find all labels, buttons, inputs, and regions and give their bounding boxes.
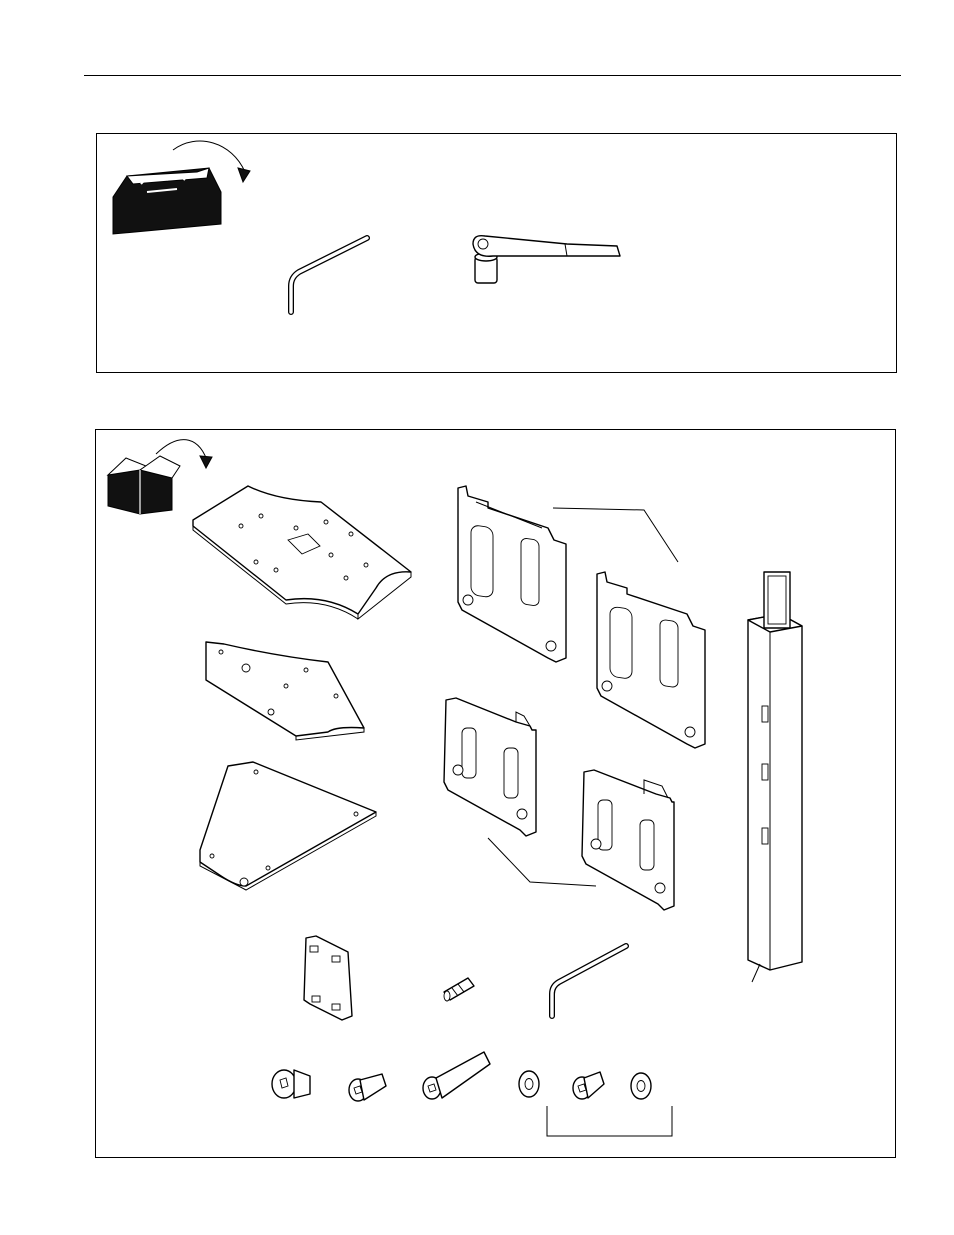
- button-head-screw: [573, 1072, 604, 1099]
- toolbox-icon: [113, 141, 250, 234]
- hex-key: [552, 946, 626, 1016]
- middle-plate: [206, 642, 364, 740]
- small-interface-bracket: [444, 698, 536, 836]
- hardware-group-bracket: [547, 1106, 672, 1136]
- hex-key-icon: [291, 238, 367, 312]
- spacer: [444, 978, 474, 1001]
- header-rule: [84, 75, 901, 76]
- square-column: [748, 572, 802, 982]
- socket-wrench-icon: [473, 236, 620, 283]
- top-plate: [193, 486, 411, 619]
- hardware-contents-panel: [95, 429, 896, 1158]
- large-interface-bracket: [458, 486, 566, 662]
- short-button-head-screw: [349, 1074, 386, 1101]
- washer: [631, 1073, 651, 1099]
- small-interface-bracket-pair: [582, 770, 674, 910]
- long-button-head-screw: [423, 1052, 490, 1099]
- open-box-icon: [108, 440, 212, 514]
- bottom-plate: [200, 762, 376, 890]
- large-interface-bracket-pair: [597, 572, 705, 748]
- flat-head-screw: [272, 1070, 310, 1098]
- washer: [519, 1071, 539, 1097]
- cover-plate: [304, 936, 352, 1020]
- tools-required-panel: [96, 133, 897, 373]
